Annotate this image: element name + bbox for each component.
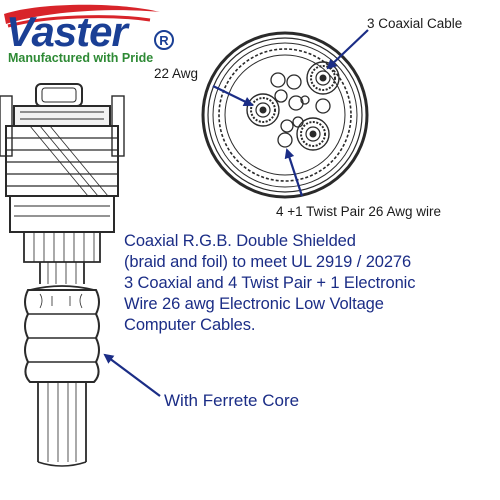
cable-cross-section-icon <box>201 31 369 199</box>
registered-mark-icon <box>154 30 174 50</box>
logo-tagline: Manufactured with Pride <box>8 51 154 65</box>
description-line-3: 3 Coaxial and 4 Twist Pair + 1 Electroni… <box>124 274 416 292</box>
description-line-2: (braid and foil) to meet UL 2919 / 20276 <box>124 253 412 271</box>
registered-mark-letter: R <box>159 33 169 48</box>
vaster-logo: Vaster R <box>4 4 174 55</box>
label-ferrite-core: With Ferrete Core <box>164 391 300 410</box>
coax-conductor-icon <box>296 117 330 151</box>
callout-arrows <box>103 29 369 397</box>
label-twist-pair: 4 +1 Twist Pair 26 Awg wire <box>276 204 441 219</box>
arrow-coaxial-cable <box>326 29 369 70</box>
label-22-awg: 22 Awg <box>154 66 199 81</box>
vga-connector-icon <box>0 83 125 284</box>
ferrite-core-icon <box>24 285 100 467</box>
arrow-ferrite-core <box>103 353 161 397</box>
label-coaxial-cable: 3 Coaxial Cable <box>367 16 463 31</box>
arrow-22-awg <box>212 85 254 106</box>
description-line-5: Computer Cables. <box>124 316 256 334</box>
twist-pair-wire-icon <box>270 72 331 148</box>
arrow-twist-pair <box>284 148 304 197</box>
logo-brand: Vaster <box>6 8 131 55</box>
description-line-1: Coaxial R.G.B. Double Shielded <box>124 232 356 250</box>
coax-conductor-icon <box>306 61 340 95</box>
description-line-4: Wire 26 awg Electronic Low Voltage <box>124 295 384 313</box>
coax-conductor-icon <box>246 93 280 127</box>
logo-swoosh-icon <box>4 4 160 24</box>
